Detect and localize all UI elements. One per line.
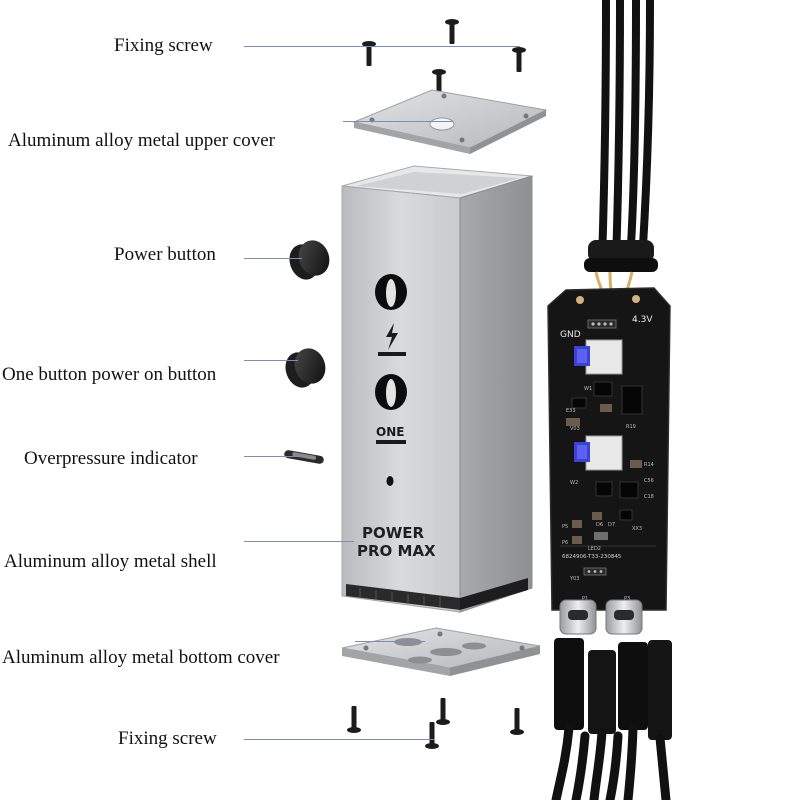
pcb-label-p3: P3 (624, 596, 630, 602)
pcb-label-xx3: XX3 (632, 526, 642, 532)
pcb-label-e33: E33 (566, 408, 576, 414)
leader-power-button (244, 258, 302, 259)
screw-top-1 (445, 19, 459, 44)
screw-top-3 (512, 47, 526, 72)
leader-upper-cover (343, 121, 453, 122)
pcb-label-p1: P1 (582, 596, 588, 602)
screw-bottom-3 (510, 708, 524, 735)
lightning-bolt-icon (386, 323, 398, 350)
pcb-label-w1: W1 (584, 386, 592, 392)
label-top-fixing-screw: Fixing screw (114, 35, 213, 56)
label-one-button: One button power on button (2, 364, 217, 385)
label-overpressure-indicator: Overpressure indicator (24, 448, 198, 469)
leader-overpressure-indicator (244, 456, 300, 457)
upper-cover-plate (352, 89, 548, 154)
bottom-fixing-screws (347, 698, 524, 749)
screw-bottom-4 (425, 722, 439, 749)
pcb-label-d7: D7 (608, 522, 615, 528)
pcb-label-c56: C56 (644, 478, 654, 484)
screw-bottom-1 (436, 698, 450, 725)
pcb-label-y03: Y03 (569, 576, 579, 582)
label-bottom-cover: Aluminum alloy metal bottom cover (2, 647, 280, 668)
leader-shell (244, 541, 354, 542)
shell-brand-line1: POWER (362, 524, 425, 542)
label-power-button: Power button (114, 244, 216, 265)
shell-one-text: ONE (376, 425, 404, 439)
top-fixing-screws (362, 19, 526, 94)
pcb-component-labels: W1 E33 V03 R19 W2 R14 C56 C18 P5 P6 XX3 … (562, 386, 654, 602)
label-upper-cover: Aluminum alloy metal upper cover (8, 130, 275, 151)
bottom-cover-plate (341, 627, 541, 676)
pcb-label-v03: V03 (570, 426, 580, 432)
pcb-label-c18: C18 (644, 494, 654, 500)
screw-bottom-2 (347, 706, 361, 733)
pcb-label-p5: P5 (562, 524, 568, 530)
pcb-part-number: 6824906-T33-230845 (562, 554, 622, 560)
power-cables-bottom (551, 723, 671, 800)
usb-c-plugs (554, 638, 672, 740)
aluminum-shell (341, 165, 533, 613)
leader-bottom-fixing-screw (244, 739, 434, 740)
leader-one-button (244, 360, 298, 361)
leader-top-fixing-screw (244, 46, 520, 47)
pcb-label-w2: W2 (570, 480, 578, 486)
label-bottom-fixing-screw: Fixing screw (118, 728, 217, 749)
pcb-label-d6: D6 (596, 522, 603, 528)
pcb-board (547, 287, 671, 611)
pcb-label-r19: R19 (626, 424, 636, 430)
shell-brand-line2: PRO MAX (357, 542, 436, 560)
power-button-cap (289, 240, 330, 280)
one-button-cap (285, 348, 326, 388)
pcb-label-p6: P6 (562, 540, 568, 546)
pcb-label-r14: R14 (644, 462, 654, 468)
pcb-gnd-label: GND (560, 330, 581, 340)
pcb-voltage-label: 4.3V (632, 315, 653, 325)
label-shell: Aluminum alloy metal shell (4, 551, 217, 572)
usb-c-ports (559, 599, 643, 635)
leader-bottom-cover (355, 641, 425, 642)
power-cables-top (598, 0, 654, 266)
screw-top-2 (362, 41, 376, 66)
screw-top-4 (432, 69, 446, 94)
overpressure-indicator-pin (284, 450, 324, 464)
pcb-label-led2: LED2 (588, 546, 601, 552)
